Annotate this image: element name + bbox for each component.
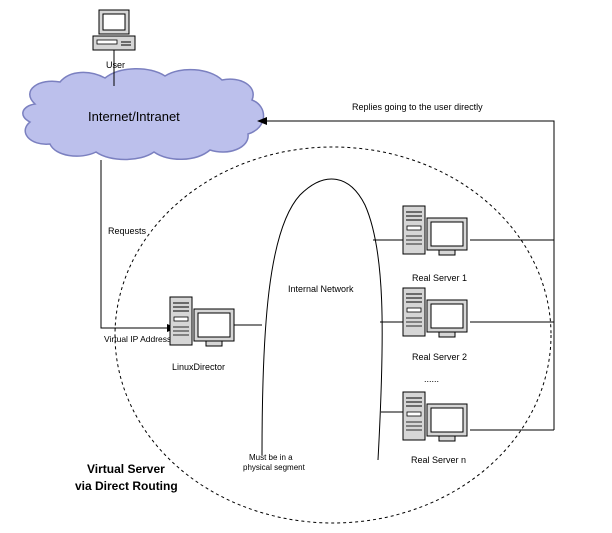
internal-network-segment	[261, 178, 383, 461]
title-line2: via Direct Routing	[75, 479, 178, 493]
user-computer-icon	[92, 9, 136, 51]
user-label: User	[106, 60, 125, 70]
internal-network-label: Internal Network	[288, 284, 354, 294]
servers-ellipsis: ......	[424, 374, 439, 384]
real-server-n-icon	[402, 391, 468, 442]
virtual-server-boundary	[114, 146, 552, 524]
replies-label: Replies going to the user directly	[352, 102, 483, 112]
reply-path	[257, 117, 555, 430]
virtual-ip-label: Virtual IP Address	[104, 334, 171, 344]
real-server-2-icon	[402, 287, 468, 338]
linux-director-icon	[169, 296, 235, 347]
internet-cloud	[22, 68, 265, 161]
director-label: LinuxDirector	[172, 362, 225, 372]
real-server-n-label: Real Server n	[411, 455, 466, 465]
requests-label: Requests	[108, 226, 147, 236]
segment-note-line2: physical segment	[243, 463, 306, 472]
request-path	[100, 160, 177, 332]
cloud-label: Internet/Intranet	[88, 109, 180, 124]
title-line1: Virtual Server	[87, 462, 165, 476]
segment-note-line1: Must be in a	[249, 453, 293, 462]
real-server-2-label: Real Server 2	[412, 352, 467, 362]
real-server-1-label: Real Server 1	[412, 273, 467, 283]
real-server-1-icon	[402, 205, 468, 256]
